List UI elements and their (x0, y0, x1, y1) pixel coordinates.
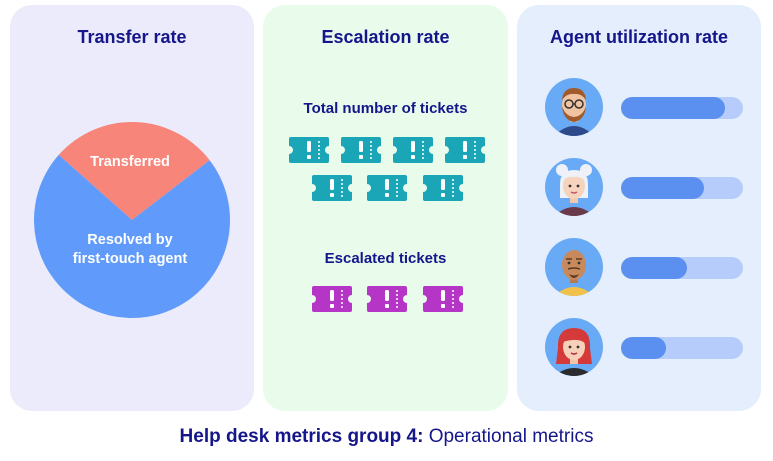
ticket-icon-total-5 (312, 175, 352, 201)
utilization-bar-fill-2 (621, 177, 704, 199)
ticket-icon-escalated-3 (423, 286, 463, 312)
transfer-rate-title: Transfer rate (77, 27, 187, 47)
pie-label-resolved-line2: first-touch agent (72, 251, 188, 267)
escalation-rate-panel: Escalation rate Total number of tickets … (263, 5, 508, 411)
total-tickets-label: Total number of tickets (303, 100, 468, 117)
utilization-bar-fill-1 (621, 97, 725, 119)
pie-slice-2 (33, 154, 231, 318)
agent-avatar-bald-goatee (545, 238, 603, 296)
ticket-icon-escalated-2 (367, 286, 407, 312)
agent-avatar-white-hair-buns (545, 158, 603, 216)
agent-row-3 (517, 238, 761, 302)
ticket-icon-total-4 (445, 137, 485, 163)
utilization-bar-track-2 (621, 177, 743, 199)
utilization-bar-track-3 (621, 257, 743, 279)
escalated-tickets-label: Escalated tickets (324, 250, 447, 267)
utilization-bar-fill-3 (621, 257, 687, 279)
ticket-icon-total-6 (367, 175, 407, 201)
pie-label-resolved-line1: Resolved by (87, 232, 173, 248)
footer-caption: Help desk metrics group 4: Operational m… (0, 426, 773, 448)
utilization-bar-track-4 (621, 337, 743, 359)
utilization-bar-fill-4 (621, 337, 667, 359)
pie-label-resolved: Resolved by first-touch agent (30, 231, 230, 269)
transfer-rate-panel: Transfer rate Transferred Resolved by fi… (10, 5, 254, 411)
agent-row-2 (517, 158, 761, 222)
pie-slice-1 (58, 122, 210, 220)
ticket-icon-total-2 (341, 137, 381, 163)
agent-row-1 (517, 78, 761, 142)
escalation-rate-title: Escalation rate (321, 27, 450, 47)
agent-utilization-title: Agent utilization rate (549, 27, 728, 47)
ticket-icon-total-3 (393, 137, 433, 163)
footer-caption-bold: Help desk metrics group 4: (179, 426, 424, 447)
agent-utilization-panel: Agent utilization rate (517, 5, 761, 411)
pie-label-transferred: Transferred (90, 154, 170, 170)
ticket-icon-escalated-1 (312, 286, 352, 312)
utilization-bar-track-1 (621, 97, 743, 119)
footer-caption-regular: Operational metrics (423, 426, 594, 447)
agent-avatar-glasses-beard (545, 78, 603, 136)
agent-avatar-red-hair (545, 318, 603, 376)
agent-row-4 (517, 318, 761, 382)
ticket-icon-total-1 (289, 137, 329, 163)
transfer-pie-chart (33, 122, 231, 318)
ticket-icon-total-7 (423, 175, 463, 201)
